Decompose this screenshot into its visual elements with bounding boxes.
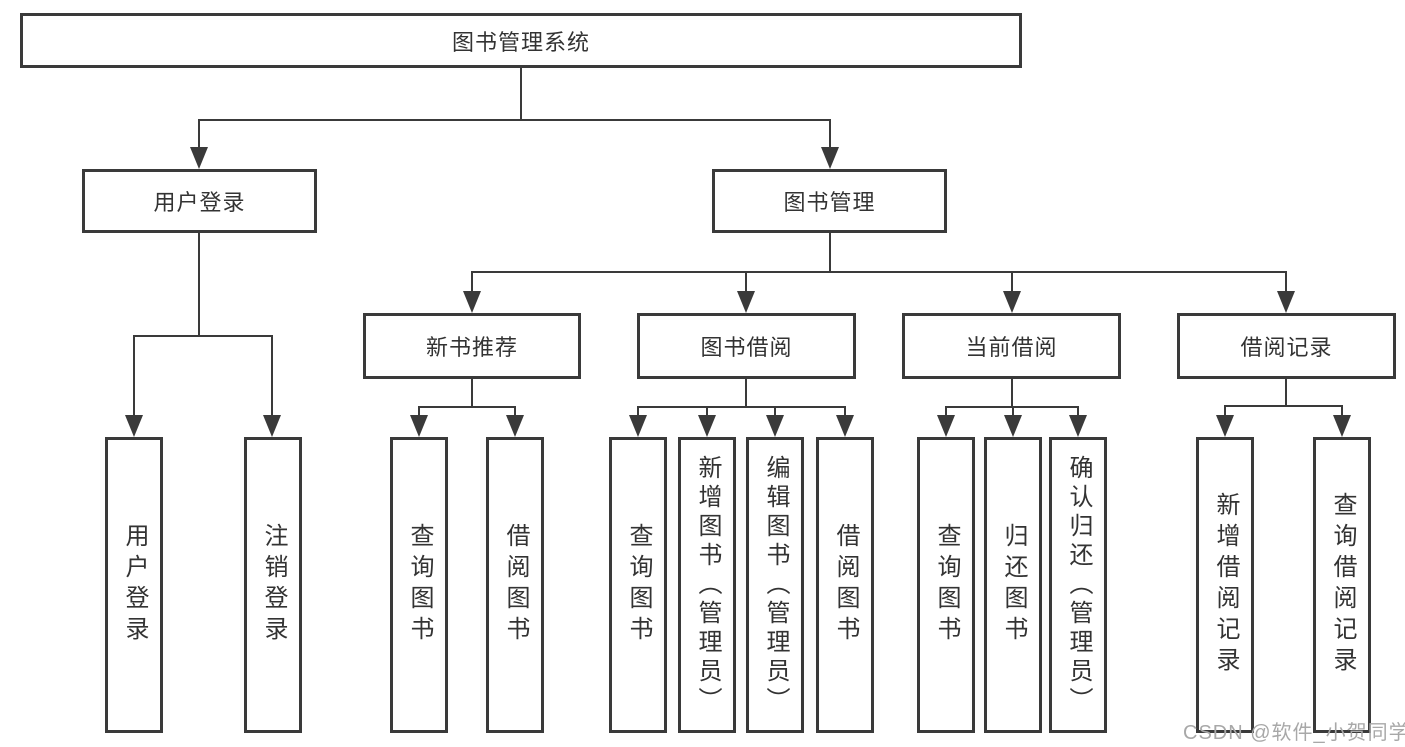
leaf-bb-edit-books-admin: 编辑图书（管理员） [746, 437, 804, 733]
connector-root-vline [520, 68, 522, 119]
arrow-head-br-query [1333, 415, 1351, 437]
leaf-user-login-label: 用户登录 [121, 523, 148, 647]
node-root-label: 图书管理系统 [451, 29, 590, 55]
arrow-shaft-bb-query [637, 406, 639, 417]
node-book-management-label: 图书管理 [783, 190, 876, 215]
arrow-head-nb-borrow [506, 415, 524, 437]
node-new-book-recommend-label: 新书推荐 [425, 335, 518, 360]
leaf-user-login: 用户登录 [105, 437, 163, 733]
arrow-shaft-book-management [829, 119, 831, 149]
arrow-shaft-br-add [1224, 405, 1226, 417]
arrow-head-cb-query [937, 415, 955, 437]
arrow-shaft-borrow-records [1285, 271, 1287, 293]
node-book-borrow-label: 图书借阅 [700, 335, 793, 360]
connector-user-login-vline [198, 233, 200, 337]
leaf-nb-borrow-books: 借阅图书 [486, 437, 544, 733]
leaf-bb-add-books-admin: 新增图书（管理员） [678, 437, 736, 733]
connector-new-book-vline [471, 379, 473, 408]
arrow-shaft-br-query [1341, 405, 1343, 417]
leaf-cb-return-books-label: 归还图书 [1000, 523, 1027, 647]
leaf-bb-query-books: 查询图书 [609, 437, 667, 733]
arrow-shaft-bb-add [706, 406, 708, 417]
node-borrow-records-label: 借阅记录 [1240, 335, 1333, 360]
arrow-head-leaf-user-login [125, 415, 143, 437]
csdn-watermark: CSDN @软件_小贺同学 [1183, 722, 1405, 744]
leaf-bb-borrow-books-label: 借阅图书 [832, 523, 859, 647]
arrow-shaft-cb-return [1012, 406, 1014, 417]
connector-book-mgmt-hline [471, 271, 1287, 273]
node-current-borrow: 当前借阅 [902, 313, 1121, 379]
leaf-bb-edit-books-admin-label: 编辑图书（管理员） [762, 454, 789, 716]
arrow-shaft-book-borrow [745, 271, 747, 293]
arrow-head-book-borrow [737, 291, 755, 313]
arrow-shaft-new-book [471, 271, 473, 293]
node-book-borrow: 图书借阅 [637, 313, 856, 379]
arrow-head-user-login [190, 147, 208, 169]
leaf-nb-query-books-label: 查询图书 [406, 523, 433, 647]
leaf-br-add-record: 新增借阅记录 [1196, 437, 1254, 733]
leaf-bb-borrow-books: 借阅图书 [816, 437, 874, 733]
leaf-br-query-record-label: 查询借阅记录 [1329, 492, 1356, 678]
arrow-head-bb-edit [766, 415, 784, 437]
leaf-cb-return-books: 归还图书 [984, 437, 1042, 733]
leaf-cb-query-books: 查询图书 [917, 437, 975, 733]
arrow-head-leaf-logout [263, 415, 281, 437]
leaf-cb-confirm-return-admin: 确认归还（管理员） [1049, 437, 1107, 733]
arrow-shaft-nb-query [418, 406, 420, 417]
node-book-management: 图书管理 [712, 169, 947, 233]
leaf-logout: 注销登录 [244, 437, 302, 733]
connector-root-hline [198, 119, 831, 121]
connector-book-mgmt-vline [829, 233, 831, 273]
arrow-head-br-add [1216, 415, 1234, 437]
node-root: 图书管理系统 [20, 13, 1022, 68]
leaf-br-query-record: 查询借阅记录 [1313, 437, 1371, 733]
arrow-head-nb-query [410, 415, 428, 437]
leaf-logout-label: 注销登录 [260, 523, 287, 647]
leaf-nb-borrow-books-label: 借阅图书 [502, 523, 529, 647]
arrow-head-bb-borrow [836, 415, 854, 437]
arrow-shaft-current-borrow [1011, 271, 1013, 293]
arrow-head-cb-return [1004, 415, 1022, 437]
leaf-nb-query-books: 查询图书 [390, 437, 448, 733]
arrow-shaft-nb-borrow [514, 406, 516, 417]
connector-new-book-hline [418, 406, 516, 408]
arrow-head-cb-confirm [1069, 415, 1087, 437]
arrow-head-bb-add [698, 415, 716, 437]
connector-book-borrow-vline [745, 379, 747, 408]
connector-book-borrow-hline [637, 406, 846, 408]
arrow-head-current-borrow [1003, 291, 1021, 313]
arrow-head-new-book [463, 291, 481, 313]
arrow-shaft-leaf-logout [271, 335, 273, 417]
node-current-borrow-label: 当前借阅 [965, 335, 1058, 360]
arrow-head-book-management [821, 147, 839, 169]
leaf-bb-query-books-label: 查询图书 [625, 523, 652, 647]
node-user-login: 用户登录 [82, 169, 317, 233]
arrow-shaft-cb-query [945, 406, 947, 417]
arrow-shaft-user-login [198, 119, 200, 149]
leaf-bb-add-books-admin-label: 新增图书（管理员） [694, 454, 721, 716]
arrow-shaft-bb-edit [774, 406, 776, 417]
connector-user-login-hline [133, 335, 272, 337]
leaf-cb-query-books-label: 查询图书 [933, 523, 960, 647]
node-new-book-recommend: 新书推荐 [363, 313, 581, 379]
leaf-cb-confirm-return-admin-label: 确认归还（管理员） [1065, 454, 1092, 716]
arrow-head-bb-query [629, 415, 647, 437]
connector-current-borrow-vline [1011, 379, 1013, 408]
leaf-br-add-record-label: 新增借阅记录 [1212, 492, 1239, 678]
arrow-shaft-leaf-user-login [133, 335, 135, 417]
arrow-head-borrow-records [1277, 291, 1295, 313]
node-borrow-records: 借阅记录 [1177, 313, 1396, 379]
arrow-shaft-cb-confirm [1077, 406, 1079, 417]
node-user-login-label: 用户登录 [153, 190, 246, 215]
connector-borrow-records-hline [1224, 405, 1343, 407]
connector-borrow-records-vline [1285, 379, 1287, 407]
arrow-shaft-bb-borrow [844, 406, 846, 417]
